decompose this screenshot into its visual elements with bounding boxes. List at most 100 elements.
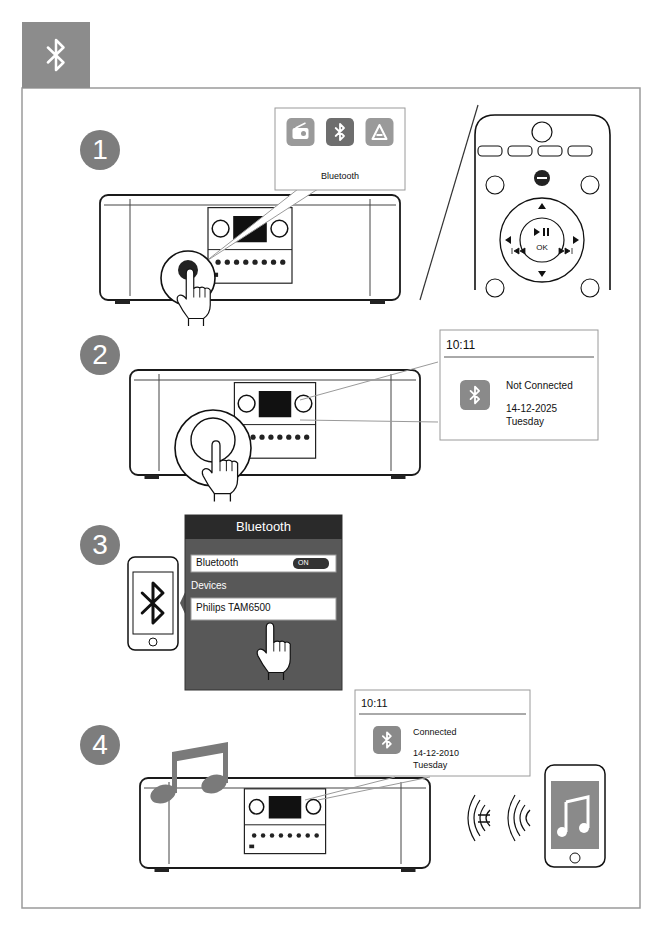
step-circle [80,335,120,375]
cuff-lines [214,494,230,502]
node-text: Bluetooth [196,557,238,569]
front-button [252,833,256,838]
box-fill [355,690,530,776]
function-button [568,146,592,156]
bluetooth-symbol [48,40,64,70]
foot-right [391,475,406,479]
front-button [295,435,300,440]
airplay-icon [373,125,387,139]
box-fill [293,558,329,569]
radio-device [140,778,430,872]
node-text: 1 [92,134,108,166]
radio-device [100,195,400,304]
hand-outline [202,441,237,494]
panel-divider [244,824,325,825]
front-panel [208,208,292,284]
step-circle [80,525,120,565]
node-text: 4 [92,729,108,761]
display-rule [359,714,526,715]
front-button [234,260,239,265]
wave-arc [486,810,490,826]
link-dashes [478,815,490,822]
step-number: 2 [80,335,120,375]
note-head [579,823,589,833]
foot-right [401,868,416,872]
front-button [286,435,291,440]
node-text: Not Connected [506,380,573,392]
cuff-lines [189,319,204,327]
node-text: Bluetooth [236,520,291,535]
right-knob [271,220,288,237]
foot-left [145,475,160,479]
node-text: Connected [413,727,457,737]
node-text: 10:11 [446,339,475,353]
bluetooth-symbol [336,124,344,140]
display-box: 10:11Not Connected 14-12-2025Tuesday [440,330,598,440]
left-knob [238,395,255,412]
finger-lines [194,288,205,298]
front-button [305,833,310,838]
note-head [148,781,179,807]
front-button [243,260,248,265]
music-note [148,742,230,807]
display-screen [259,391,291,417]
source-button [534,170,550,186]
function-button [508,146,532,156]
node-text: Tuesday [506,416,544,428]
phone-body [128,557,178,650]
display-screen [269,796,301,819]
wave-arc [526,810,530,826]
bluetooth-symbol [471,387,480,404]
front-button [277,435,282,440]
node-text: 2 [92,339,108,371]
button-label: OK [536,243,548,252]
wave-arc [520,805,525,831]
front-button [262,260,267,265]
pointing-hand [257,623,290,680]
device-body [140,778,430,868]
front-button [314,833,319,838]
side-button [486,176,504,194]
left-knob [249,800,263,814]
front-button [250,435,255,440]
radio-icon-body [293,128,309,139]
play-pause-symbol [534,228,549,236]
foot-left [115,300,130,304]
front-button [252,260,257,265]
screen-header-band [185,515,342,539]
pointing-hand [202,441,237,502]
finger-lines [274,642,285,652]
display-box: Bluetooth [275,108,405,190]
front-panel [244,789,325,854]
node-fill-layer [80,108,598,776]
cuff-lines [269,673,284,681]
box-fill [440,330,598,440]
phone-screen [551,781,599,849]
step-number: 1 [80,130,120,170]
front-button [280,260,285,265]
home-button [570,853,580,863]
front-button [261,833,266,838]
function-button [478,146,502,156]
remote-control [475,115,610,297]
panel-divider [234,424,315,425]
front-button [270,833,275,838]
front-button [225,260,230,265]
header-square [22,22,90,88]
side-button [581,176,599,194]
device-body [130,370,420,475]
phone-screen [133,572,173,634]
radio-device [130,370,420,479]
power-button [532,122,552,142]
node-text: 3 [92,529,108,561]
display-box: ON [293,558,329,569]
ok-button [520,218,564,262]
bluetooth-symbol [142,583,163,623]
node-text: Tuesday [413,760,447,770]
node-text: 14-12-2025 [506,403,557,415]
icon-square [326,118,354,146]
front-button [271,260,276,265]
node-text: Philips TAM6500 [196,602,271,614]
section-label: Devices [191,580,227,592]
